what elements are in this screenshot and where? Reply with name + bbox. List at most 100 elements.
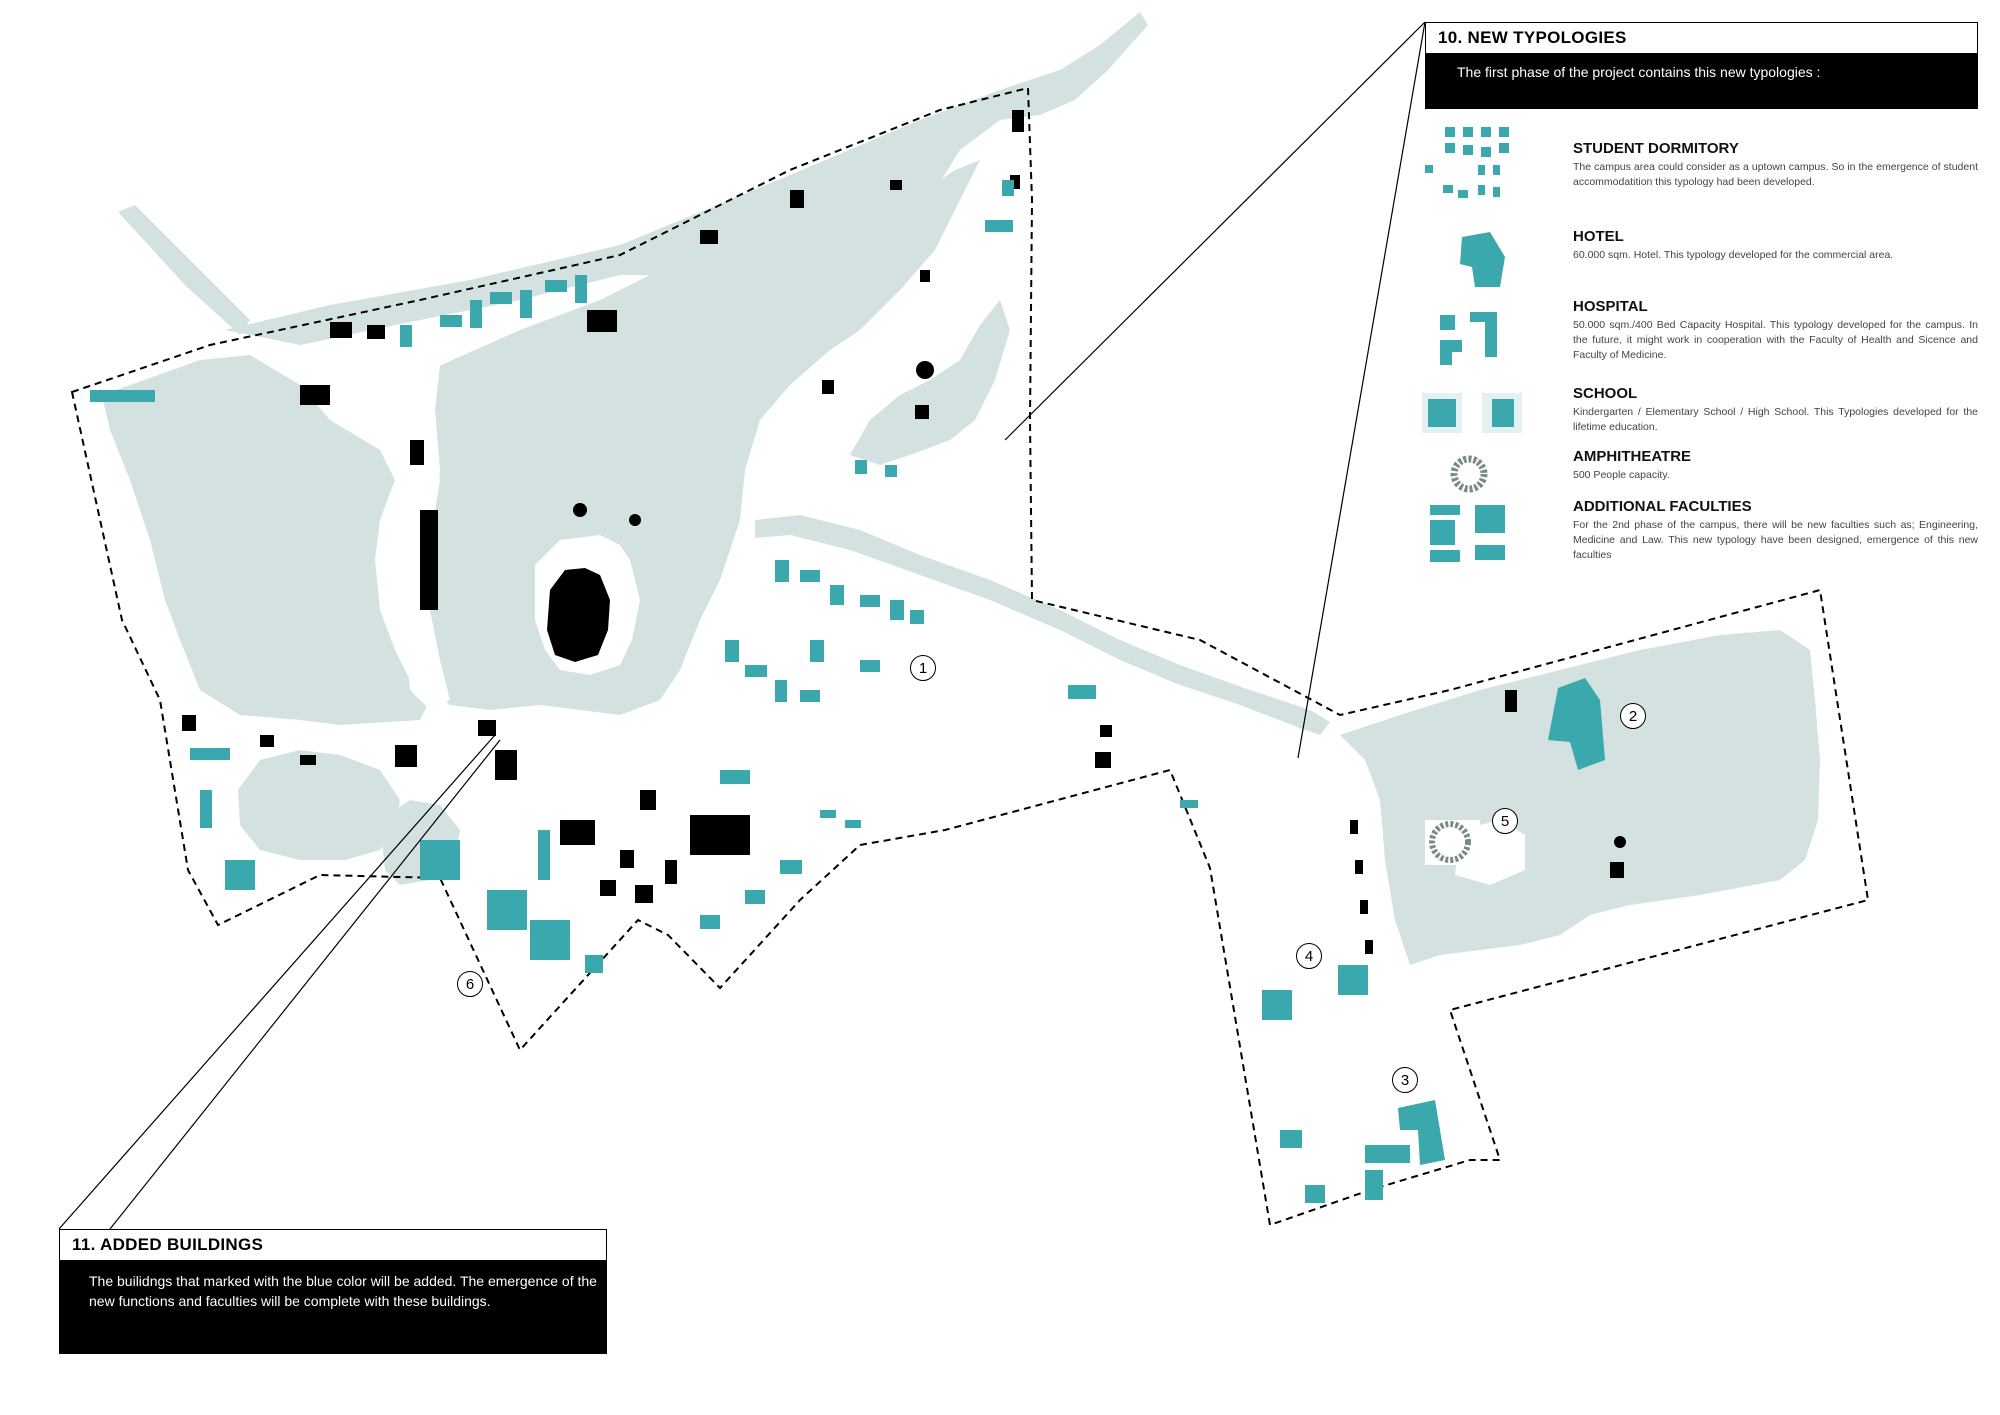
building: [367, 325, 385, 339]
building: [300, 755, 316, 765]
marker-6: 6: [457, 971, 483, 997]
building: [1350, 820, 1358, 834]
typology-title: HOSPITAL: [1573, 298, 1648, 315]
added-building: [745, 665, 767, 677]
typology-school: SCHOOL Kindergarten / Elementary School …: [1573, 385, 1978, 435]
building: [1100, 725, 1112, 737]
added-buildings-text: The builidngs that marked with the blue …: [59, 1261, 607, 1354]
building: [1365, 940, 1373, 954]
added-building: [885, 465, 897, 477]
building: [1610, 862, 1624, 878]
central-building: [547, 568, 610, 662]
building: [300, 385, 330, 405]
added-building: [400, 325, 412, 347]
typologies-intro: The first phase of the project contains …: [1425, 54, 1978, 109]
building: [890, 180, 902, 190]
building: [915, 405, 929, 419]
added-building: [440, 315, 462, 327]
added-building: [830, 585, 844, 605]
building: [920, 270, 930, 282]
building: [587, 310, 617, 332]
added-building-hospital-base: [1365, 1170, 1383, 1200]
added-building: [1068, 685, 1096, 699]
leader-line: [58, 734, 496, 1230]
building: [182, 715, 196, 731]
added-building: [420, 840, 460, 880]
building: [560, 820, 595, 845]
lake-peninsula: [850, 300, 1010, 465]
lake-east: [1340, 630, 1820, 965]
typologies-title: 10. NEW TYPOLOGIES: [1425, 22, 1978, 54]
building: [1355, 860, 1363, 874]
added-building: [720, 770, 750, 784]
marker-5: 5: [1492, 808, 1518, 834]
marker-2: 2: [1620, 703, 1646, 729]
lake-west: [102, 355, 430, 725]
building: [495, 750, 517, 780]
added-building: [860, 595, 880, 607]
added-building: [520, 290, 532, 318]
added-building: [800, 690, 820, 702]
building: [260, 735, 274, 747]
added-building: [545, 280, 567, 292]
building: [790, 190, 804, 208]
added-building: [725, 640, 739, 662]
marker-1: 1: [910, 655, 936, 681]
leader-line: [109, 739, 501, 1230]
typology-amphitheatre: AMPHITHEATRE 500 People capacity.: [1573, 448, 1978, 483]
added-building: [1002, 180, 1014, 196]
typology-description: 60.000 sqm. Hotel. This typology develop…: [1573, 249, 1894, 261]
leader-lines: [58, 21, 1426, 1230]
typology-description: Kindergarten / Elementary School / High …: [1573, 406, 1978, 433]
added-building: [90, 390, 155, 402]
building: [635, 885, 653, 903]
added-building: [200, 790, 212, 828]
added-building: [775, 680, 787, 702]
leader-line: [1297, 21, 1426, 759]
added-building: [575, 275, 587, 303]
amphitheatre-plan: [1425, 820, 1480, 865]
added-building: [538, 830, 550, 880]
canal-middle: [755, 515, 1330, 735]
added-building: [910, 610, 924, 624]
added-building: [585, 955, 603, 973]
added-building: [855, 460, 867, 474]
existing-buildings: [182, 110, 1626, 954]
added-building: [530, 920, 570, 960]
marker-4: 4: [1296, 943, 1322, 969]
added-building-hotel: [1548, 678, 1605, 770]
added-building: [470, 300, 482, 328]
building: [640, 790, 656, 810]
amphitheatre-icon: [1450, 455, 1488, 493]
typology-title: STUDENT DORMITORY: [1573, 140, 1739, 157]
added-building-school: [1338, 965, 1368, 995]
building: [395, 745, 417, 767]
building: [1010, 175, 1020, 189]
building: [478, 720, 496, 736]
typology-description: 500 People capacity.: [1573, 469, 1670, 481]
added-building: [845, 820, 861, 828]
building: [1505, 690, 1517, 712]
added-building: [745, 890, 765, 904]
building: [620, 850, 634, 868]
added-buildings: [90, 180, 1605, 1203]
typology-dormitory: STUDENT DORMITORY The campus area could …: [1573, 140, 1978, 190]
added-building: [860, 660, 880, 672]
added-building: [775, 560, 789, 582]
building: [1614, 836, 1626, 848]
marker-3: 3: [1392, 1067, 1418, 1093]
building: [410, 440, 424, 465]
building: [573, 503, 587, 517]
added-building-school: [1262, 990, 1292, 1020]
added-building: [225, 860, 255, 890]
building: [700, 230, 718, 244]
typology-title: ADDITIONAL FACULTIES: [1573, 498, 1752, 515]
added-building: [780, 860, 802, 874]
added-building-hospital: [1398, 1100, 1445, 1165]
added-building: [700, 915, 720, 929]
building: [665, 860, 677, 884]
added-building: [1280, 1130, 1302, 1148]
added-building: [190, 748, 230, 760]
added-building: [487, 890, 527, 930]
school-icon: [1422, 393, 1522, 433]
